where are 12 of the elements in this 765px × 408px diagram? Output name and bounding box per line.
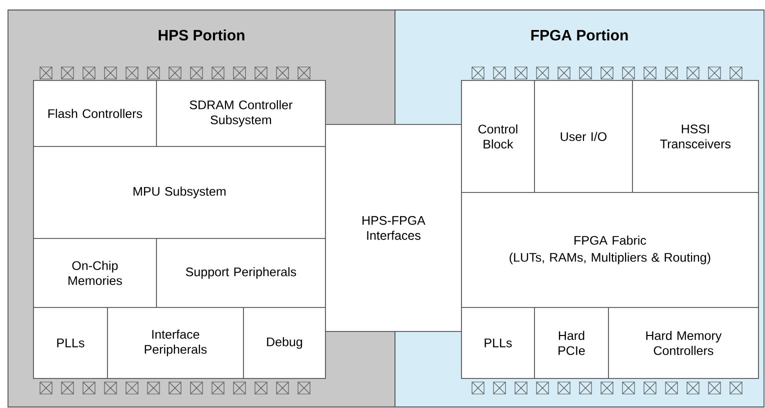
block: Hard PCIe	[534, 307, 609, 379]
block: HSSI Transceivers	[632, 80, 759, 193]
block: Support Peripherals	[156, 238, 326, 308]
block: Flash Controllers	[33, 80, 157, 147]
block: PLLs	[33, 307, 108, 379]
block: Debug	[243, 307, 326, 379]
block: User I/O	[534, 80, 633, 193]
block: SDRAM Controller Subsystem	[156, 80, 326, 147]
block: Control Block	[461, 80, 535, 193]
block: PLLs	[461, 307, 535, 379]
block: On-Chip Memories	[33, 238, 157, 308]
block: Interface Peripherals	[107, 307, 244, 379]
